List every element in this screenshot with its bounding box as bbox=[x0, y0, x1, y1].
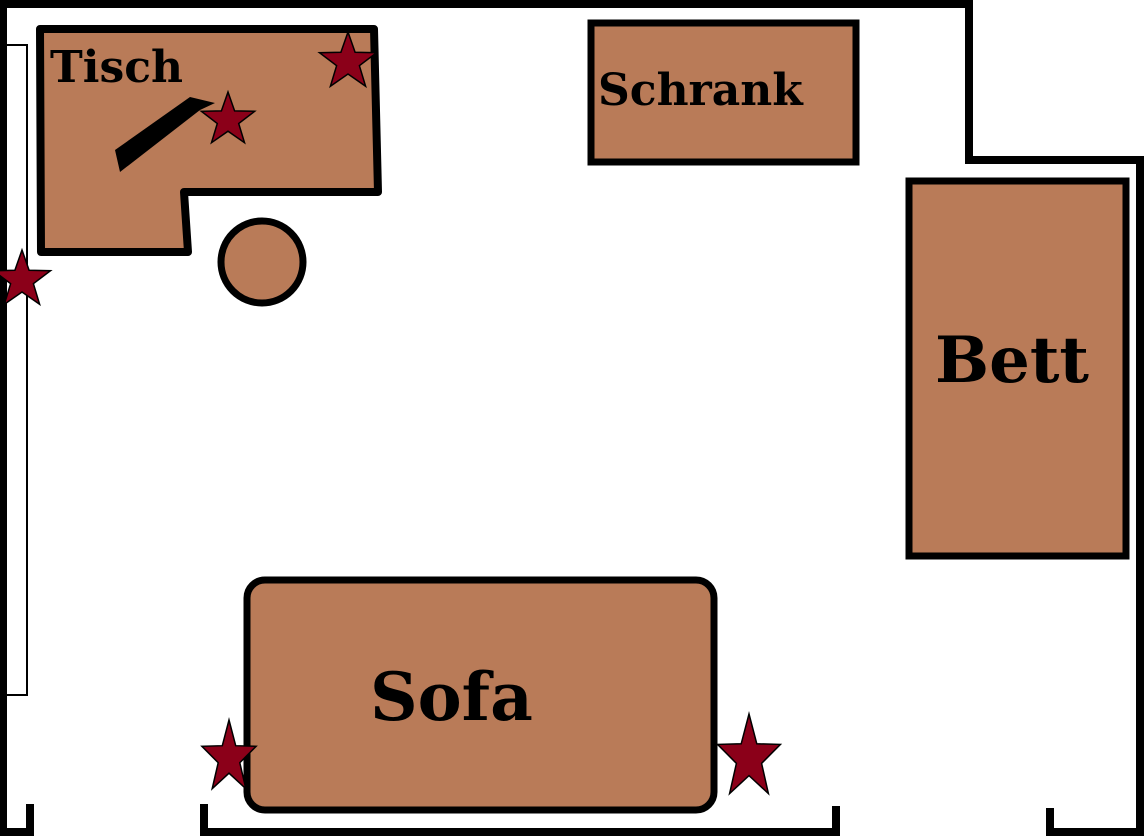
bottom-wall-middle bbox=[200, 804, 840, 836]
lamp-markers bbox=[0, 29, 783, 796]
bed-label: Bett bbox=[935, 323, 1089, 398]
desk-label: Tisch bbox=[50, 42, 183, 93]
window bbox=[5, 44, 28, 696]
laptop-icon bbox=[115, 97, 215, 172]
star-icon bbox=[0, 247, 53, 307]
sofa-label: Sofa bbox=[370, 658, 533, 736]
star-icon bbox=[317, 29, 379, 89]
top-right-wall bbox=[0, 0, 1144, 164]
sofa bbox=[243, 576, 718, 814]
bed bbox=[905, 177, 1130, 560]
star-icon bbox=[200, 717, 258, 791]
wardrobe bbox=[587, 19, 860, 166]
bottom-wall-left bbox=[3, 804, 34, 836]
bottom-wall-right bbox=[1046, 808, 1140, 836]
star-icon bbox=[199, 89, 257, 145]
star-icon bbox=[715, 711, 783, 796]
wardrobe-label: Schrank bbox=[598, 65, 804, 116]
chair bbox=[217, 217, 307, 307]
desk bbox=[36, 25, 382, 256]
